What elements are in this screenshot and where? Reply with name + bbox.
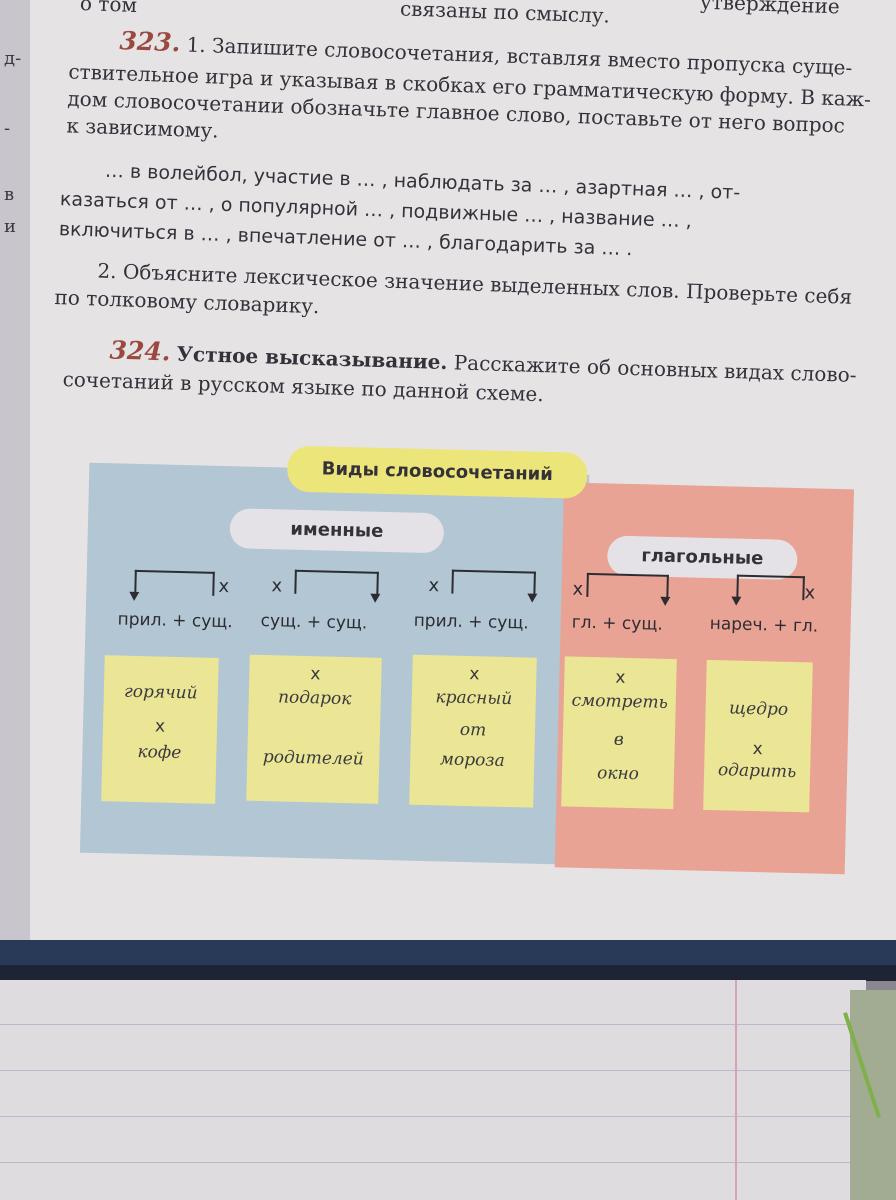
top-fragment-middle: связаны по смыслу. [399,0,611,28]
main-word-mark: x [310,664,321,685]
example-word-dependent: окно [596,763,640,785]
dependency-bracket [736,574,805,601]
main-word-mark: x [804,582,816,604]
top-fragment-left: о том [79,0,138,17]
main-word-mark: x [218,575,230,598]
main-word-mark: x [428,575,440,597]
margin-fragment: д- [4,48,22,69]
notebook-margin-line [735,980,737,1200]
example-word-preposition: в [613,729,625,750]
example-card-5: щедро x одарить [703,659,813,813]
margin-fragment: в [4,184,15,205]
example-word-main: щедро [728,698,789,720]
arrow-icon [731,596,742,606]
margin-fragment: - [4,118,11,139]
top-fragment-right: утверждение [699,0,841,19]
arrow-icon [129,591,140,601]
main-word-mark: x [154,716,166,737]
exercise-323: 323. 1. Запишите словосочетания, вставля… [30,26,895,318]
exercise-number: 323. [119,26,181,58]
example-word-dependent: одарить [717,760,797,783]
main-word-mark: x [752,739,763,760]
main-word-mark: x [469,664,480,685]
margin-fragment: и [4,216,16,237]
task1-line: к зависимому. [66,113,219,143]
example-word-dependent: родителей [262,747,364,770]
notebook-page [0,980,866,1200]
example-word-main: красный [435,687,513,710]
formula-label: прил. + сущ. [413,610,530,634]
formula-label: нареч. + гл. [709,613,819,637]
exercise-324-title: Устное высказывание. [176,341,448,375]
main-word-mark: x [572,578,584,600]
example-word-preposition: от [459,719,487,741]
task2-line: по толковому словарику. [54,285,320,319]
notebook-rule [0,1116,866,1117]
formula-label: гл. + сущ. [571,612,663,635]
example-word-dependent: кофе [137,741,182,764]
example-word-dependent: мороза [439,749,505,771]
arrow-icon [527,593,538,603]
main-word-mark: x [271,575,283,597]
dependency-bracket [134,569,215,596]
textbook-page: о том связаны по смыслу. утверждение 323… [30,0,896,945]
exercise-324: 324. Устное высказывание. Расскажите об … [30,336,896,407]
example-card-3: x красный от мороза [409,654,537,808]
example-card-4: x смотреть в окно [561,656,677,810]
exercise-number: 324. [109,335,171,367]
formula-label: прил. + сущ. [117,609,233,633]
main-word-mark: x [615,667,626,688]
dependency-bracket [451,569,536,596]
notebook-rule [0,1070,866,1071]
dependency-bracket [294,569,379,596]
formula-label: сущ. + сущ. [260,610,368,634]
example-word-main: подарок [277,687,352,710]
notebook-rule [0,1024,866,1025]
example-card-2: x подарок родителей [246,654,382,804]
arrow-icon [370,593,381,603]
dependency-bracket [586,572,669,599]
phrase-types-diagram: Виды словосочетаний именные глагольные x… [49,440,860,899]
diagram-title: Виды словосочетаний [286,445,588,499]
example-word-main: горячий [123,681,198,704]
book-cover-shadow [0,965,896,981]
example-card-1: горячий x кофе [101,655,219,804]
notebook-rule [0,1162,866,1163]
group-nominal-label: именные [229,508,445,554]
example-word-main: смотреть [571,690,669,713]
green-object-edge [843,990,896,1200]
arrow-icon [660,596,671,606]
